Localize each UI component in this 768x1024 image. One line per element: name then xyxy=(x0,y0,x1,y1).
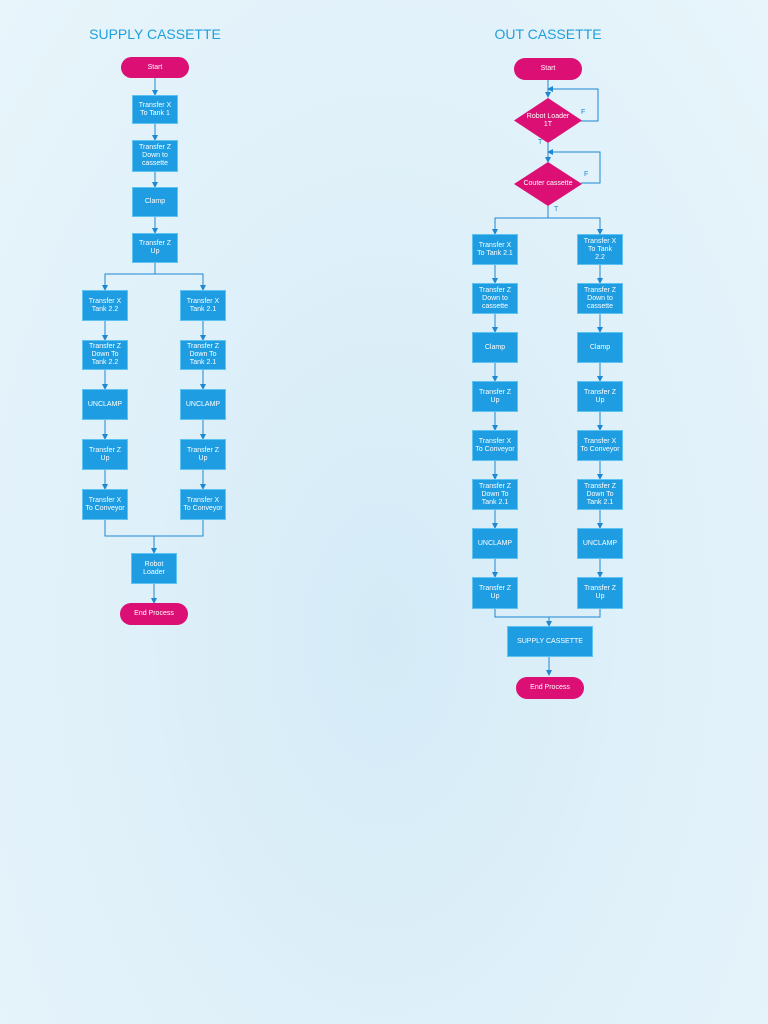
out-supply-cassette: SUPPLY CASSETTE xyxy=(507,626,593,657)
connector xyxy=(547,149,601,184)
supply-start: Start xyxy=(121,57,189,78)
connector xyxy=(494,609,601,618)
decision-diamond-shape xyxy=(514,162,582,206)
branch-label-false: F xyxy=(581,109,586,116)
out-right-transfer-x-tank: Transfer X To Tank 2.2 xyxy=(577,234,623,265)
out-right-transfer-z-up: Transfer Z Up xyxy=(577,381,623,412)
out-decision-robot-loader-label: Robot Loader 1T xyxy=(526,112,570,128)
branch-label-true: T xyxy=(538,139,543,146)
supply-right-transfer-x-conveyor: Transfer X To Conveyor xyxy=(180,489,226,520)
supply-left-unclamp: UNCLAMP xyxy=(82,389,128,420)
out-right-transfer-z-up-2: Transfer Z Up xyxy=(577,577,623,609)
out-decision-couter-cassette: Couter cassette xyxy=(514,162,582,206)
connector xyxy=(548,217,603,235)
connector xyxy=(104,520,204,537)
out-start: Start xyxy=(514,58,582,80)
connector xyxy=(155,273,206,291)
out-right-transfer-z-down-tank: Transfer Z Down To Tank 2.1 xyxy=(577,479,623,510)
out-right-clamp: Clamp xyxy=(577,332,623,363)
branch-label-true: T xyxy=(554,206,559,213)
supply-transfer-z-down-cassette: Transfer Z Down to cassette xyxy=(132,140,178,172)
out-right-transfer-x-conveyor: Transfer X To Conveyor xyxy=(577,430,623,461)
connector xyxy=(492,206,549,235)
connector xyxy=(102,263,156,291)
supply-right-transfer-z-up: Transfer Z Up xyxy=(180,439,226,470)
supply-right-transfer-z-down-tank: Transfer Z Down To Tank 2.1 xyxy=(180,340,226,370)
out-decision-couter-cassette-label: Couter cassette xyxy=(523,180,573,187)
supply-left-transfer-x-conveyor: Transfer X To Conveyor xyxy=(82,489,128,520)
out-left-unclamp: UNCLAMP xyxy=(472,528,518,559)
decision-diamond-shape xyxy=(514,98,582,143)
connector xyxy=(547,86,599,122)
out-left-transfer-z-up: Transfer Z Up xyxy=(472,381,518,412)
supply-clamp: Clamp xyxy=(132,187,178,217)
supply-cassette-title: SUPPLY CASSETTE xyxy=(89,26,221,42)
supply-left-transfer-x-tank: Transfer X Tank 2.2 xyxy=(82,290,128,321)
supply-left-transfer-z-up: Transfer Z Up xyxy=(82,439,128,470)
out-left-transfer-x-tank: Transfer X To Tank 2.1 xyxy=(472,234,518,265)
out-left-transfer-x-conveyor: Transfer X To Conveyor xyxy=(472,430,518,461)
supply-robot-loader: Robot Loader xyxy=(131,553,177,584)
branch-label-false: F xyxy=(584,171,589,178)
out-decision-robot-loader: Robot Loader 1T xyxy=(514,98,582,143)
supply-left-transfer-z-down-tank: Transfer Z Down To Tank 2.2 xyxy=(82,340,128,370)
out-left-clamp: Clamp xyxy=(472,332,518,363)
supply-right-transfer-x-tank: Transfer X Tank 2.1 xyxy=(180,290,226,321)
out-right-transfer-z-down-cassette: Transfer Z Down to cassette xyxy=(577,283,623,314)
out-left-transfer-z-down-cassette: Transfer Z Down to cassette xyxy=(472,283,518,314)
out-cassette-title: OUT CASSETTE xyxy=(494,26,602,42)
out-left-transfer-z-up-2: Transfer Z Up xyxy=(472,577,518,609)
supply-right-unclamp: UNCLAMP xyxy=(180,389,226,420)
out-right-unclamp: UNCLAMP xyxy=(577,528,623,559)
out-left-transfer-z-down-tank: Transfer Z Down To Tank 2.1 xyxy=(472,479,518,510)
out-end-process: End Process xyxy=(516,677,584,699)
supply-transfer-x-tank1: Transfer X To Tank 1 xyxy=(132,95,178,124)
supply-end-process: End Process xyxy=(120,603,188,625)
supply-transfer-z-up: Transfer Z Up xyxy=(132,233,178,263)
